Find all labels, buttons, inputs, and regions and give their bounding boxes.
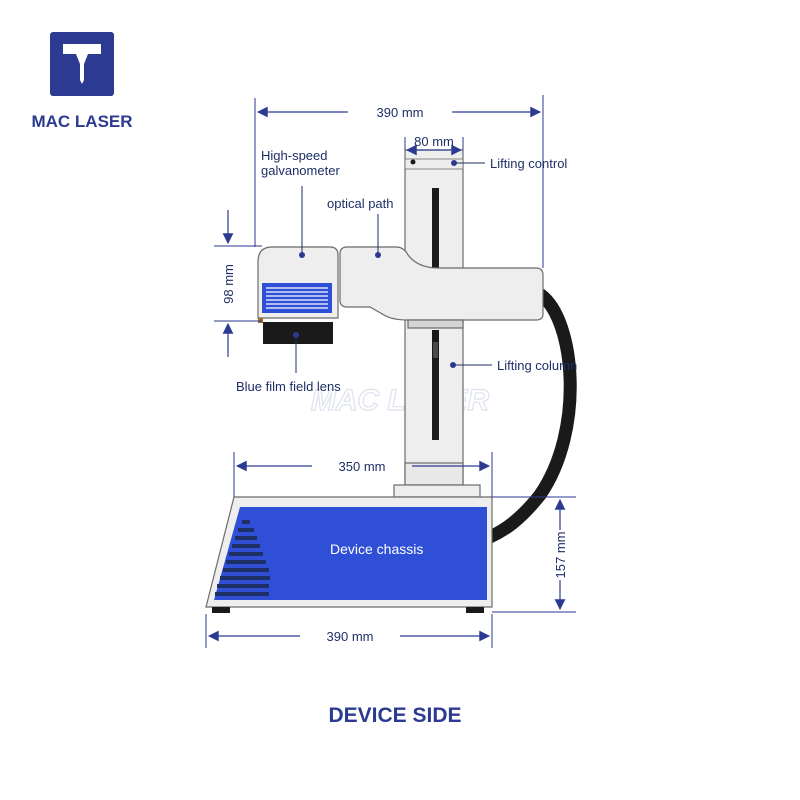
logo-mark: [63, 44, 101, 84]
dimension-head-height: 98 mm: [214, 210, 262, 357]
svg-text:157 mm: 157 mm: [553, 532, 568, 579]
callout-optical-path: optical path: [327, 196, 394, 258]
svg-text:390 mm: 390 mm: [327, 629, 374, 644]
logo: MAC LASER: [31, 32, 133, 131]
svg-text:Lifting column: Lifting column: [497, 358, 577, 373]
dimension-base-width: 350 mm: [233, 452, 493, 497]
callout-galvanometer: High-speed galvanometer: [261, 148, 340, 258]
device-chassis: Device chassis: [205, 496, 493, 613]
galvanometer-head: [257, 246, 339, 344]
svg-text:optical path: optical path: [327, 196, 394, 211]
vent-grille: [215, 520, 270, 596]
chassis-label: Device chassis: [330, 541, 423, 557]
callout-lifting-control: Lifting control: [451, 156, 567, 171]
diagram-title: DEVICE SIDE: [328, 704, 461, 727]
dimension-column-width: 80 mm: [404, 134, 464, 156]
optical-path-arm: [339, 246, 544, 329]
svg-text:390 mm: 390 mm: [377, 105, 424, 120]
dimension-chassis-height: 157 mm: [492, 496, 576, 613]
callout-lifting-column: Lifting column: [450, 358, 577, 373]
callout-field-lens: Blue film field lens: [236, 332, 341, 394]
svg-text:350 mm: 350 mm: [339, 459, 386, 474]
svg-text:Blue film field lens: Blue film field lens: [236, 379, 341, 394]
svg-text:98 mm: 98 mm: [221, 264, 236, 304]
cable: [483, 288, 577, 544]
logo-text: MAC LASER: [31, 112, 132, 131]
svg-text:galvanometer: galvanometer: [261, 163, 340, 178]
svg-text:Lifting control: Lifting control: [490, 156, 567, 171]
svg-text:High-speed: High-speed: [261, 148, 328, 163]
dimension-bottom-width: 390 mm: [205, 614, 493, 648]
svg-text:80 mm: 80 mm: [414, 134, 454, 149]
dimension-top-width: 390 mm: [254, 95, 544, 268]
